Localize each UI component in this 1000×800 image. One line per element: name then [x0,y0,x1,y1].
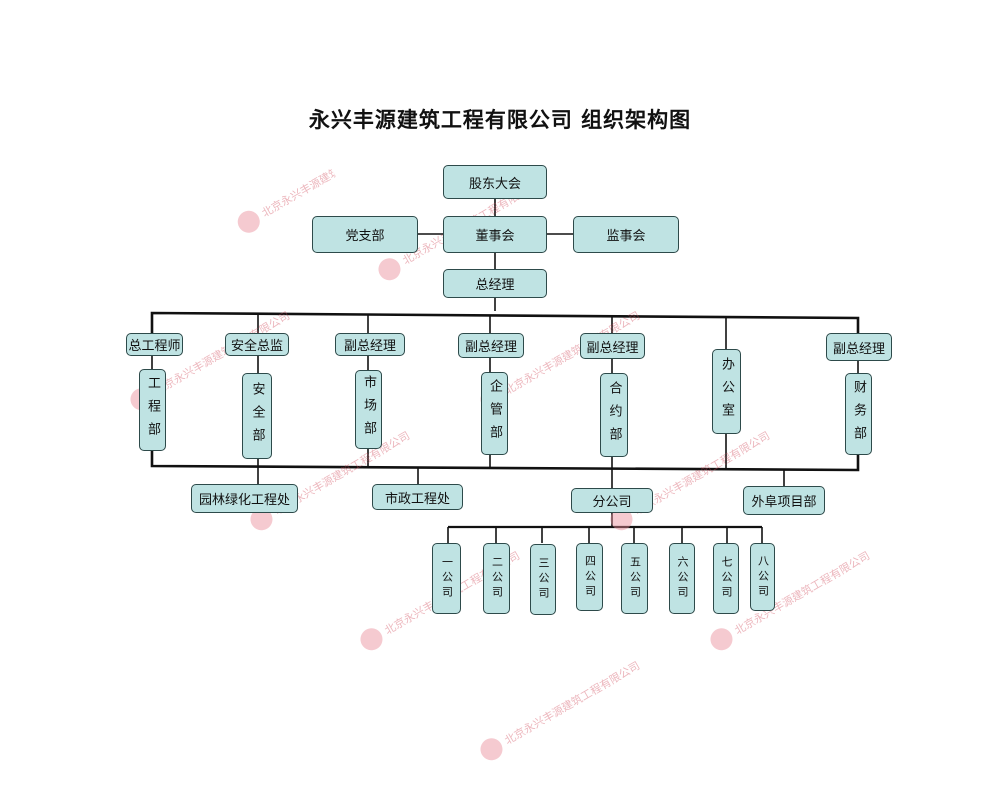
node-branch-6[interactable]: 六公司 [669,543,695,614]
node-municipal-division[interactable]: 市政工程处 [372,484,463,510]
node-finance-dept[interactable]: 财务部 [845,373,872,455]
node-engineering-dept[interactable]: 工程部 [139,369,166,451]
node-branch-8[interactable]: 八公司 [750,543,775,611]
node-chief-engineer[interactable]: 总工程师 [126,333,183,356]
node-general-manager[interactable]: 总经理 [443,269,547,298]
node-contract-dept[interactable]: 合约部 [600,373,628,457]
node-office[interactable]: 办公室 [712,349,741,434]
node-branch-company[interactable]: 分公司 [571,488,653,513]
node-safety-director[interactable]: 安全总监 [225,333,289,356]
connector [150,311,860,333]
node-branch-2[interactable]: 二公司 [483,543,510,614]
connector [150,451,860,472]
node-party-branch[interactable]: 党支部 [312,216,418,253]
node-branch-4[interactable]: 四公司 [576,543,603,611]
node-branch-3[interactable]: 三公司 [530,544,556,615]
node-branch-1[interactable]: 一公司 [432,543,461,614]
node-safety-dept[interactable]: 安全部 [242,373,272,459]
node-supervisors[interactable]: 监事会 [573,216,679,253]
node-branch-7[interactable]: 七公司 [713,543,739,614]
node-vice-gm-2[interactable]: 副总经理 [458,333,524,358]
node-market-dept[interactable]: 市场部 [355,370,382,449]
node-vice-gm-3[interactable]: 副总经理 [580,333,645,359]
node-shareholders[interactable]: 股东大会 [443,165,547,199]
node-enterprise-dept[interactable]: 企管部 [481,372,508,455]
node-vice-gm-1[interactable]: 副总经理 [335,333,405,356]
node-external-projects[interactable]: 外阜项目部 [743,486,825,515]
node-landscape-division[interactable]: 园林绿化工程处 [191,484,298,513]
node-board[interactable]: 董事会 [443,216,547,253]
node-vice-gm-4[interactable]: 副总经理 [826,333,892,361]
node-branch-5[interactable]: 五公司 [621,543,648,614]
chart-title: 永兴丰源建筑工程有限公司 组织架构图 [308,107,692,132]
